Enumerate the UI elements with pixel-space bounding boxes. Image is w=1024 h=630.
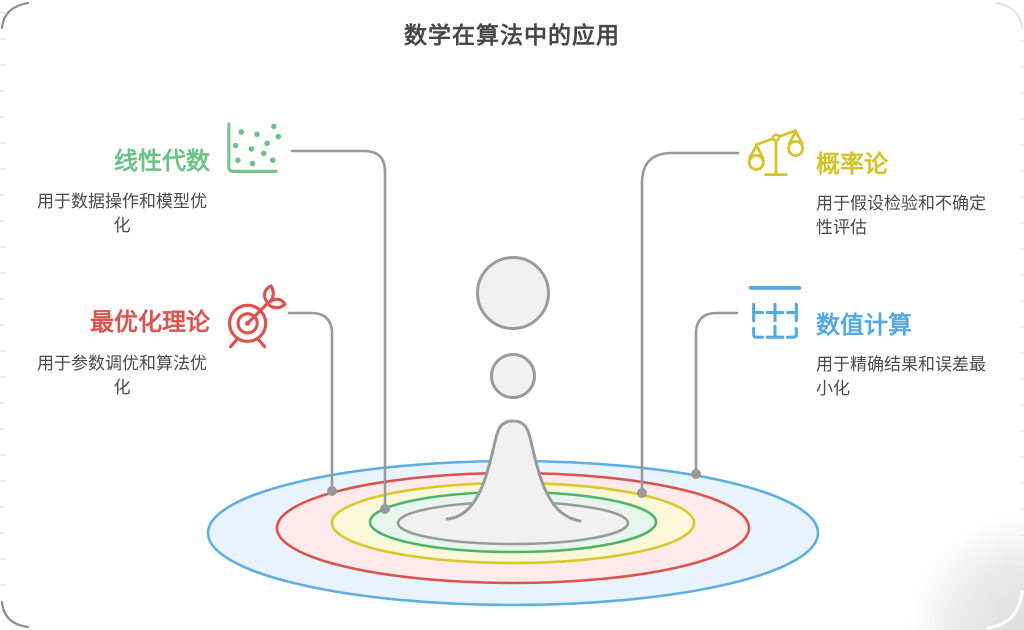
connector-linear-algebra bbox=[290, 149, 387, 506]
connector-dots bbox=[327, 469, 701, 514]
page-title: 数学在算法中的应用 bbox=[404, 22, 620, 48]
connector-dot-optimization bbox=[327, 486, 337, 496]
bottom-right-corner-border bbox=[986, 590, 1024, 630]
droplet-large bbox=[476, 256, 550, 330]
connector-dot-linear-algebra bbox=[380, 504, 390, 514]
bottom-left-corner-border bbox=[0, 600, 30, 629]
connector-probability bbox=[640, 151, 740, 490]
ripple-rings bbox=[206, 459, 820, 607]
splash-column bbox=[445, 419, 582, 523]
left-edge-ruler-ticks bbox=[0, 12, 6, 618]
top-left-corner-border bbox=[0, 1, 30, 30]
top-right-corner-border bbox=[995, 2, 1023, 29]
connector-dot-probability bbox=[637, 488, 647, 498]
connector-numerical bbox=[694, 311, 739, 471]
connector-optimization bbox=[287, 311, 334, 488]
bottom-right-corner-shadow bbox=[889, 485, 1024, 630]
droplet-small bbox=[490, 353, 536, 399]
connector-dot-numerical bbox=[691, 469, 701, 479]
connectors bbox=[287, 149, 740, 506]
right-edge-ruler-ticks bbox=[1019, 40, 1024, 600]
